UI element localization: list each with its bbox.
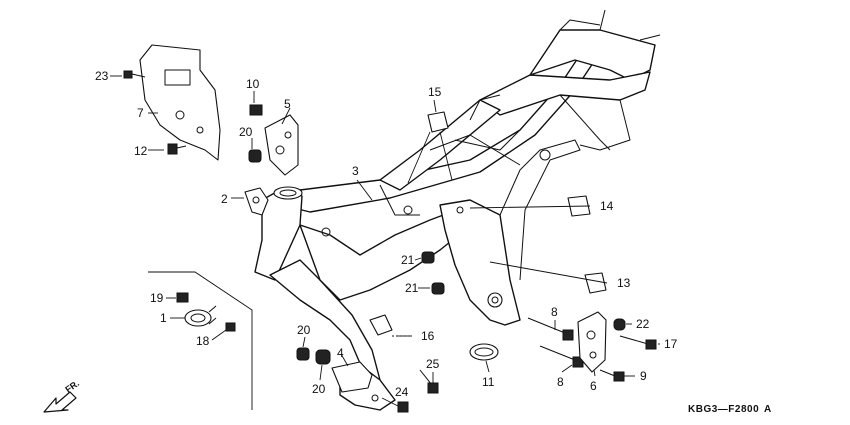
callout-1: 1 — [160, 311, 167, 325]
bolt-part-8-lower — [539, 345, 584, 368]
callout-18: 18 — [196, 334, 210, 348]
callout-13: 13 — [617, 276, 631, 290]
callout-25: 25 — [426, 357, 440, 371]
revision-letter: A — [764, 404, 772, 415]
callout-20-mid: 20 — [297, 323, 311, 337]
callout-14: 14 — [600, 199, 614, 213]
callout-16: 16 — [421, 329, 435, 343]
bolt-part-9 — [599, 369, 625, 382]
clamp-band-part-11 — [469, 343, 499, 361]
bracket-part-4 — [331, 361, 373, 393]
bolt-part-17 — [619, 335, 657, 350]
clip-part-15 — [427, 111, 449, 133]
callout-10: 10 — [246, 77, 260, 91]
bolt-part-25 — [419, 369, 439, 394]
bolt-part-12 — [167, 143, 187, 155]
collar-part-21-upper — [421, 251, 435, 264]
bolt-part-24 — [381, 397, 409, 413]
callout-5: 5 — [284, 97, 291, 111]
direction-label: FR. — [63, 378, 81, 395]
clamp-part-1 — [184, 305, 217, 327]
nut-part-19 — [176, 292, 189, 303]
callout-8-lower: 8 — [557, 375, 564, 389]
collar-part-20-upper — [248, 149, 262, 163]
washer-part-22 — [613, 318, 626, 331]
callout-22: 22 — [636, 317, 650, 331]
collar-part-20-lower — [315, 349, 331, 365]
callout-3: 3 — [352, 164, 359, 178]
callout-17: 17 — [664, 337, 678, 351]
callout-21-lower: 21 — [405, 281, 419, 295]
leader-lines — [110, 75, 660, 383]
callout-15: 15 — [428, 85, 442, 99]
callout-20-upper: 20 — [239, 125, 253, 139]
callout-4: 4 — [337, 346, 344, 360]
callout-21-upper: 21 — [401, 253, 415, 267]
collar-part-20-mid — [296, 347, 310, 361]
bolt-part-8-upper — [527, 317, 574, 341]
callout-8-upper: 8 — [551, 305, 558, 319]
callout-labels: 23 7 12 10 5 20 15 3 2 14 21 21 13 19 1 … — [95, 69, 678, 399]
nut-part-10 — [249, 104, 263, 116]
bracket-part-2 — [244, 187, 269, 216]
callout-12: 12 — [134, 144, 148, 158]
callout-6: 6 — [590, 379, 597, 393]
clip-part-13 — [584, 272, 607, 294]
callout-2: 2 — [221, 192, 228, 206]
bracket-part-6 — [577, 311, 607, 373]
callout-19: 19 — [150, 291, 164, 305]
callout-9: 9 — [640, 369, 647, 383]
callout-7: 7 — [137, 106, 144, 120]
callout-23: 23 — [95, 69, 109, 83]
bracket-part-5 — [264, 114, 299, 176]
drawing-code: KBG3—F2800 — [688, 404, 759, 415]
callout-24: 24 — [395, 385, 409, 399]
plate-part-7 — [139, 44, 221, 161]
collar-part-21-lower — [431, 282, 445, 295]
front-direction-arrow-icon: FR. — [43, 378, 81, 413]
callout-11: 11 — [482, 375, 495, 389]
callout-20-lower: 20 — [312, 382, 326, 396]
inset-border — [148, 271, 253, 410]
bolt-part-18 — [225, 322, 236, 332]
bolt-part-23 — [123, 70, 146, 79]
